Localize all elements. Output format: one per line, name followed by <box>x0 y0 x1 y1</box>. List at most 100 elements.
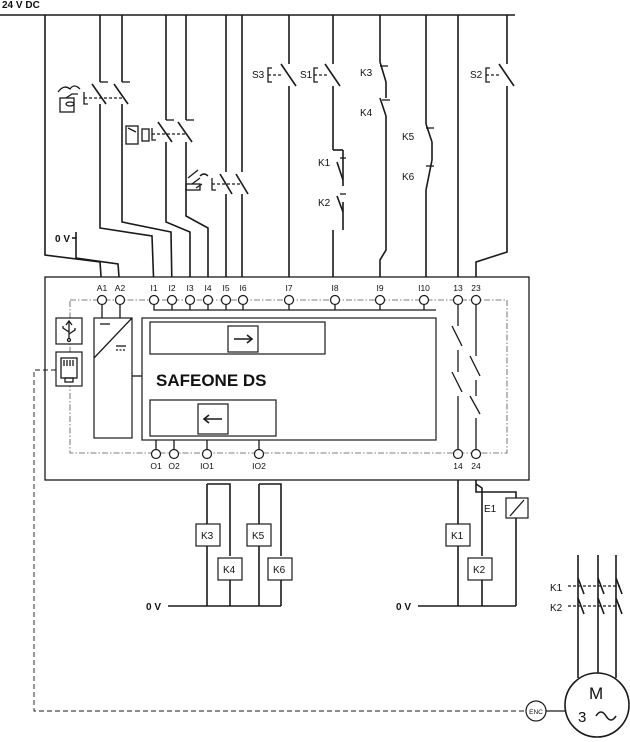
bottom-terminals: O1 O2 IO1 IO2 14 24 <box>150 448 482 471</box>
door-switch-contacts <box>151 119 194 143</box>
terminal-13-label: 13 <box>453 283 463 293</box>
supply-24v-label: 24 V DC <box>2 0 40 11</box>
terminal-23 <box>470 294 482 306</box>
internal-wiring <box>101 305 436 450</box>
feedback-k6-label: K6 <box>402 172 415 183</box>
door-switch-icon <box>125 125 150 145</box>
device-name: SAFEONE DS <box>156 371 267 390</box>
relay-k2-label: K2 <box>473 565 486 576</box>
relay-k3 <box>195 523 221 547</box>
light-curtain-contacts <box>211 173 249 195</box>
terminal-i3 <box>184 294 196 306</box>
usb-icon <box>55 317 83 345</box>
relay-k4 <box>217 557 243 581</box>
safety-output-contacts <box>451 305 481 450</box>
relay-k5-label: K5 <box>252 531 265 542</box>
feedback-k5-label: K5 <box>402 132 415 143</box>
terminal-a1 <box>96 294 108 306</box>
feedback-k5: K5 <box>402 123 434 160</box>
switch-s1-label: S1 <box>300 70 313 81</box>
terminal-14-label: 14 <box>453 461 463 471</box>
feedback-k3: K3 <box>360 61 388 83</box>
terminal-io1 <box>201 448 213 460</box>
feedback-k1-label: K1 <box>318 158 331 169</box>
relay-k6-label: K6 <box>273 565 286 576</box>
terminal-io2 <box>253 448 265 460</box>
terminal-i8-label: I8 <box>331 283 338 293</box>
motor-k1-label: K1 <box>550 583 563 594</box>
motor-icon <box>564 672 630 738</box>
lower-right-relays: 0 V K1 K2 E1 <box>396 480 529 613</box>
feedback-k3-label: K3 <box>360 68 373 79</box>
terminal-io2-label: IO2 <box>252 461 266 471</box>
branch-wires <box>44 15 508 291</box>
terminal-io1-label: IO1 <box>200 461 214 471</box>
terminal-i9-label: I9 <box>376 283 383 293</box>
relay-k6 <box>267 557 293 581</box>
terminal-24-label: 24 <box>471 461 481 471</box>
estop-contacts <box>83 81 130 105</box>
terminal-i7-label: I7 <box>285 283 292 293</box>
zero-volt-label-left: 0 V <box>146 602 161 613</box>
relay-k2 <box>467 557 493 581</box>
terminal-a2-label: A2 <box>115 283 126 293</box>
zero-volt-label-right: 0 V <box>396 602 411 613</box>
motor-k2-label: K2 <box>550 603 563 614</box>
switch-s2: S2 <box>470 63 515 87</box>
encoder-link-dashed <box>33 369 526 712</box>
terminal-i1-label: I1 <box>150 283 157 293</box>
relay-k1 <box>445 523 471 547</box>
feedback-k2-label: K2 <box>318 198 331 209</box>
arrow-left-icon <box>202 414 222 424</box>
terminal-14 <box>452 448 464 460</box>
switch-s1: S1 <box>300 63 341 87</box>
terminal-o2 <box>168 448 180 460</box>
terminal-23-label: 23 <box>471 283 481 293</box>
switch-s3-label: S3 <box>252 70 265 81</box>
feedback-k4-label: K4 <box>360 108 373 119</box>
terminal-i7 <box>283 294 295 306</box>
terminal-i6-label: I6 <box>239 283 246 293</box>
terminal-i4-label: I4 <box>204 283 211 293</box>
relay-k3-label: K3 <box>201 531 214 542</box>
lower-left-relays: 0 V K3 K4 K5 K6 <box>146 483 293 613</box>
switch-s3: S3 <box>252 63 297 87</box>
brake-e1-label: E1 <box>484 504 497 515</box>
terminal-i10 <box>418 294 430 306</box>
feedback-k4: K4 <box>360 97 390 119</box>
zero-volt-label-top: 0 V <box>55 234 70 245</box>
feedback-k6: K6 <box>402 159 434 191</box>
switch-s2-label: S2 <box>470 70 483 81</box>
terminal-o1 <box>150 448 162 460</box>
terminal-i1 <box>148 294 160 306</box>
terminal-i2-label: I2 <box>168 283 175 293</box>
feedback-k2: K2 <box>318 180 346 213</box>
motor-phase-label: 3 <box>578 709 586 726</box>
power-supply-block <box>93 317 142 439</box>
terminal-i10-label: I10 <box>418 283 430 293</box>
ethernet-port-icon <box>55 351 83 387</box>
light-curtain-icon <box>185 169 209 191</box>
top-terminals: A1 A2 I1 I2 I3 I4 I5 I6 I7 I8 I9 I10 13 … <box>96 283 482 306</box>
terminal-13 <box>452 294 464 306</box>
terminal-o1-label: O1 <box>150 461 162 471</box>
motor-circuit: K1 K2 M 3 ENC <box>525 555 630 738</box>
terminal-i4 <box>202 294 214 306</box>
relay-k5 <box>246 523 272 547</box>
arrow-right-icon <box>234 334 254 344</box>
terminal-24 <box>470 448 482 460</box>
terminal-i3-label: I3 <box>186 283 193 293</box>
terminal-a1-label: A1 <box>97 283 108 293</box>
encoder-label: ENC <box>529 709 543 716</box>
terminal-i2 <box>166 294 178 306</box>
terminal-i9 <box>374 294 386 306</box>
terminal-i8 <box>329 294 341 306</box>
terminal-i5-label: I5 <box>222 283 229 293</box>
relay-k4-label: K4 <box>223 565 236 576</box>
terminal-i6 <box>237 294 249 306</box>
terminal-o2-label: O2 <box>168 461 180 471</box>
relay-k1-label: K1 <box>451 531 464 542</box>
terminal-a2 <box>114 294 126 306</box>
feedback-k1: K1 <box>318 149 346 181</box>
